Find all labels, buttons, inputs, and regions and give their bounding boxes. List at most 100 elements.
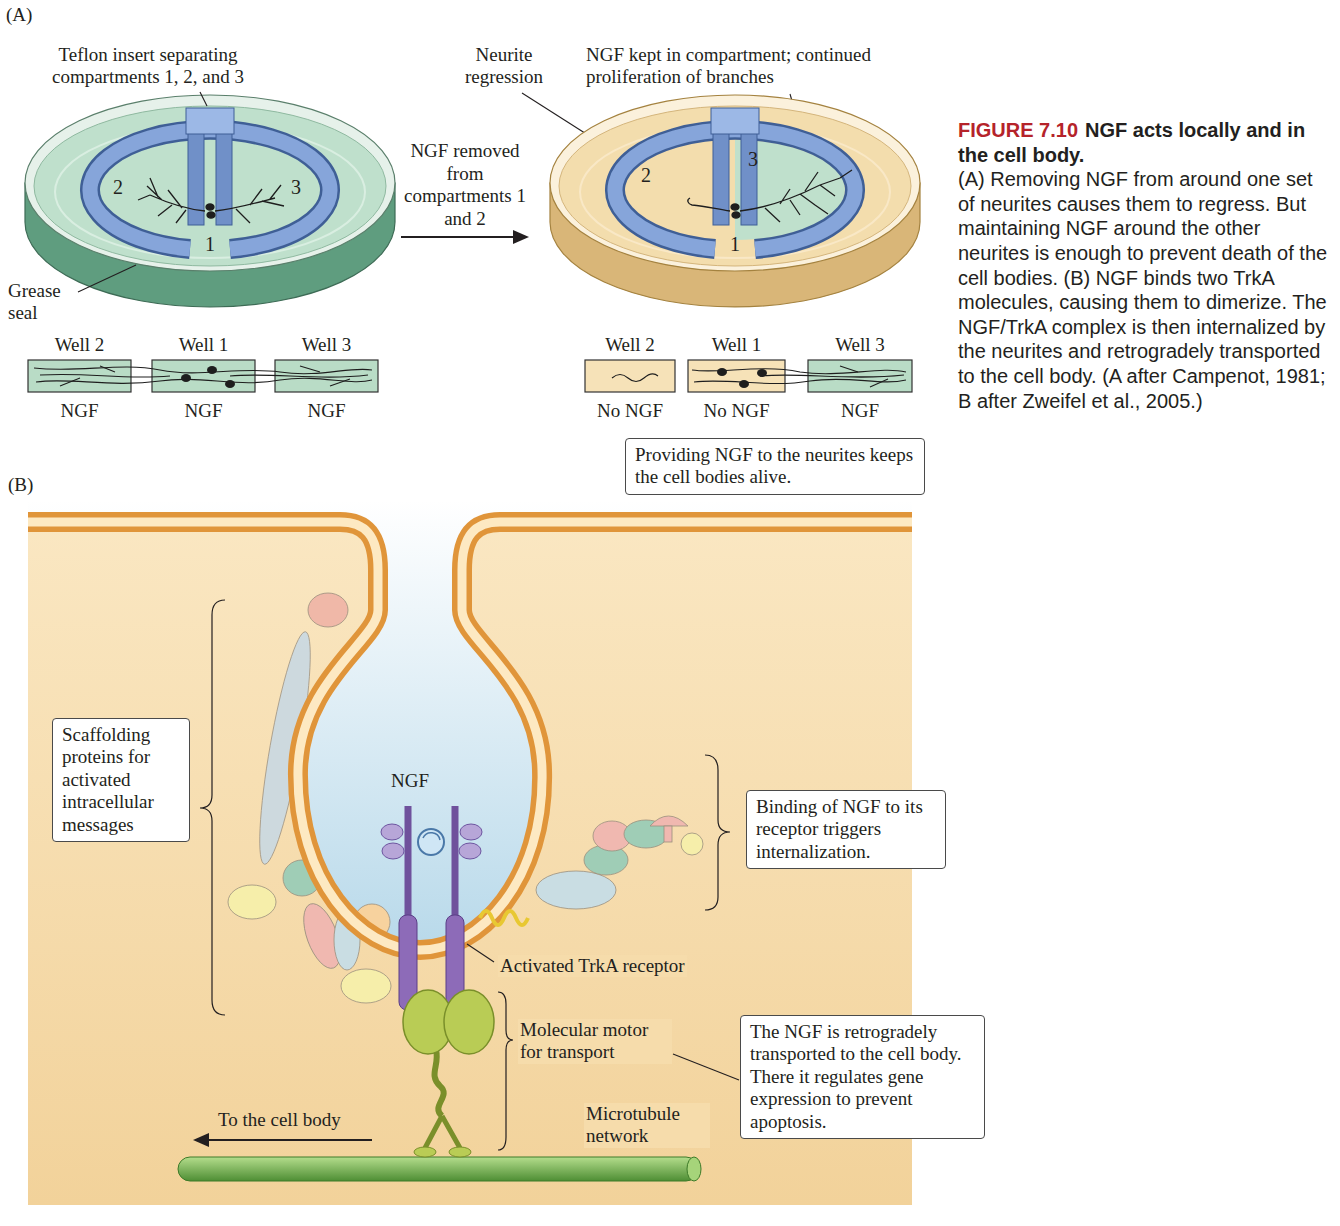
neurites (688, 170, 852, 222)
microtubule-part (178, 1157, 698, 1181)
trka-receptor-part (382, 843, 404, 859)
membrane-proteins-part (536, 871, 616, 909)
compartment-number: 1 (205, 233, 215, 257)
well-condition: No NGF (565, 400, 695, 422)
text-label: Neurite regression (448, 44, 560, 89)
well-strips-part-part (207, 366, 217, 374)
teflon-insert-part (90, 130, 330, 249)
cell-membrane (28, 522, 912, 950)
culture-dish (25, 95, 395, 307)
teflon-insert (615, 108, 855, 249)
leader-lines-part (78, 265, 136, 292)
direction-arrow-part (193, 1133, 209, 1147)
arrow-shaft (401, 236, 513, 238)
culture-dish-part (580, 126, 890, 258)
well-node: Well 3NGF (808, 334, 912, 422)
well-name: Well 2 (565, 334, 695, 356)
teflon-insert-part (615, 130, 855, 249)
compartment-number: 2 (641, 164, 651, 188)
compartment-number: 3 (748, 148, 758, 172)
callout-box: The NGF is retrogradely transported to t… (740, 1015, 985, 1139)
culture-dish-part (550, 95, 920, 271)
text-label: Teflon insert separating compartments 1,… (28, 44, 268, 89)
well-name: Well 1 (132, 334, 275, 356)
direction-arrow (193, 1133, 372, 1147)
well-strips-part-part (36, 378, 372, 383)
well-node: Well 3NGF (275, 334, 378, 422)
leader-lines-part (673, 1054, 739, 1080)
callout-text: The NGF is retrogradely transported to t… (750, 1021, 975, 1133)
culture-dish-node: 2 3 1 (535, 95, 921, 310)
culture-dish-part (55, 126, 365, 258)
teflon-insert (90, 108, 330, 249)
membrane-proteins (480, 816, 703, 925)
well-strips-part (34, 366, 906, 387)
scaffold-proteins-part (308, 593, 348, 627)
text-label: Activated TrkA receptor (498, 955, 687, 977)
membrane-proteins-part (480, 911, 528, 925)
culture-dish-part (34, 106, 386, 266)
molecular-motor-part (444, 990, 494, 1054)
text-label: Molecular motor for transport (518, 1019, 672, 1064)
neurites-part (207, 212, 215, 218)
text-label: (B) (8, 474, 48, 496)
cell-membrane-part (28, 522, 912, 950)
teflon-insert-part (186, 108, 234, 134)
well-name: Well 3 (255, 334, 398, 356)
teflon-insert-part (711, 108, 759, 134)
cell-membrane-part (28, 522, 912, 950)
leader-lines (467, 944, 739, 1080)
well-strips-part-part (181, 374, 191, 382)
text-label: NGF kept in compartment; continued proli… (586, 44, 926, 89)
trka-receptor (381, 806, 482, 1010)
well-strips-part-part (612, 374, 658, 382)
membrane-proteins-part (664, 826, 672, 842)
well-condition: NGF (132, 400, 275, 422)
text-label: To the cell body (218, 1109, 378, 1131)
flow-arrow (401, 230, 529, 244)
well-strips-part (181, 366, 767, 388)
leader-lines-part (200, 92, 207, 106)
well-condition: NGF (255, 400, 398, 422)
neurites-part (138, 178, 205, 223)
callout-box: Binding of NGF to its receptor triggers … (746, 790, 946, 869)
well-node: Well 1No NGF (688, 334, 785, 422)
trka-receptor-part (460, 824, 482, 840)
leader-lines-part (467, 944, 494, 962)
well-name: Well 3 (788, 334, 932, 356)
brackets-part (498, 992, 513, 1150)
scaffold-proteins-part (228, 885, 276, 919)
molecular-motor (403, 990, 494, 1148)
well-strips-part-part (60, 366, 350, 386)
teflon-insert-part (615, 130, 855, 249)
membrane-proteins-part (650, 816, 688, 826)
membrane-proteins-part (681, 833, 703, 855)
microtubule-part (687, 1157, 701, 1181)
compartment-number: 1 (730, 233, 740, 257)
well-strips-part-part (717, 368, 727, 376)
microtubule-part (414, 1147, 436, 1157)
well-strips-part-part (757, 369, 767, 377)
molecular-motor-part (435, 1050, 444, 1116)
scaffold-proteins-part (341, 969, 391, 1003)
trka-receptor-part (381, 824, 403, 840)
figure-number: FIGURE 7.10 (958, 119, 1078, 141)
callout-box: Scaffolding proteins for activated intra… (52, 718, 190, 842)
well-strips-part-part (694, 379, 906, 383)
callout-box: Providing NGF to the neurites keeps the … (625, 438, 925, 495)
microtubule (178, 1147, 701, 1181)
culture-dish-part (25, 95, 395, 271)
arrow-head (513, 230, 529, 244)
compartment-number: 3 (291, 176, 301, 200)
compartment-number: 2 (113, 176, 123, 200)
well-strips-part (688, 360, 785, 392)
well-node: Well 1NGF (152, 334, 255, 422)
direction-arrow-part (207, 1139, 372, 1141)
well-condition: NGF (788, 400, 932, 422)
neurites-part (688, 198, 730, 211)
well-name: Well 1 (668, 334, 805, 356)
well-strips-part-part (225, 380, 235, 388)
well-node: Well 2No NGF (585, 334, 675, 422)
figure-caption: (A) Removing NGF from around one set of … (958, 167, 1330, 413)
